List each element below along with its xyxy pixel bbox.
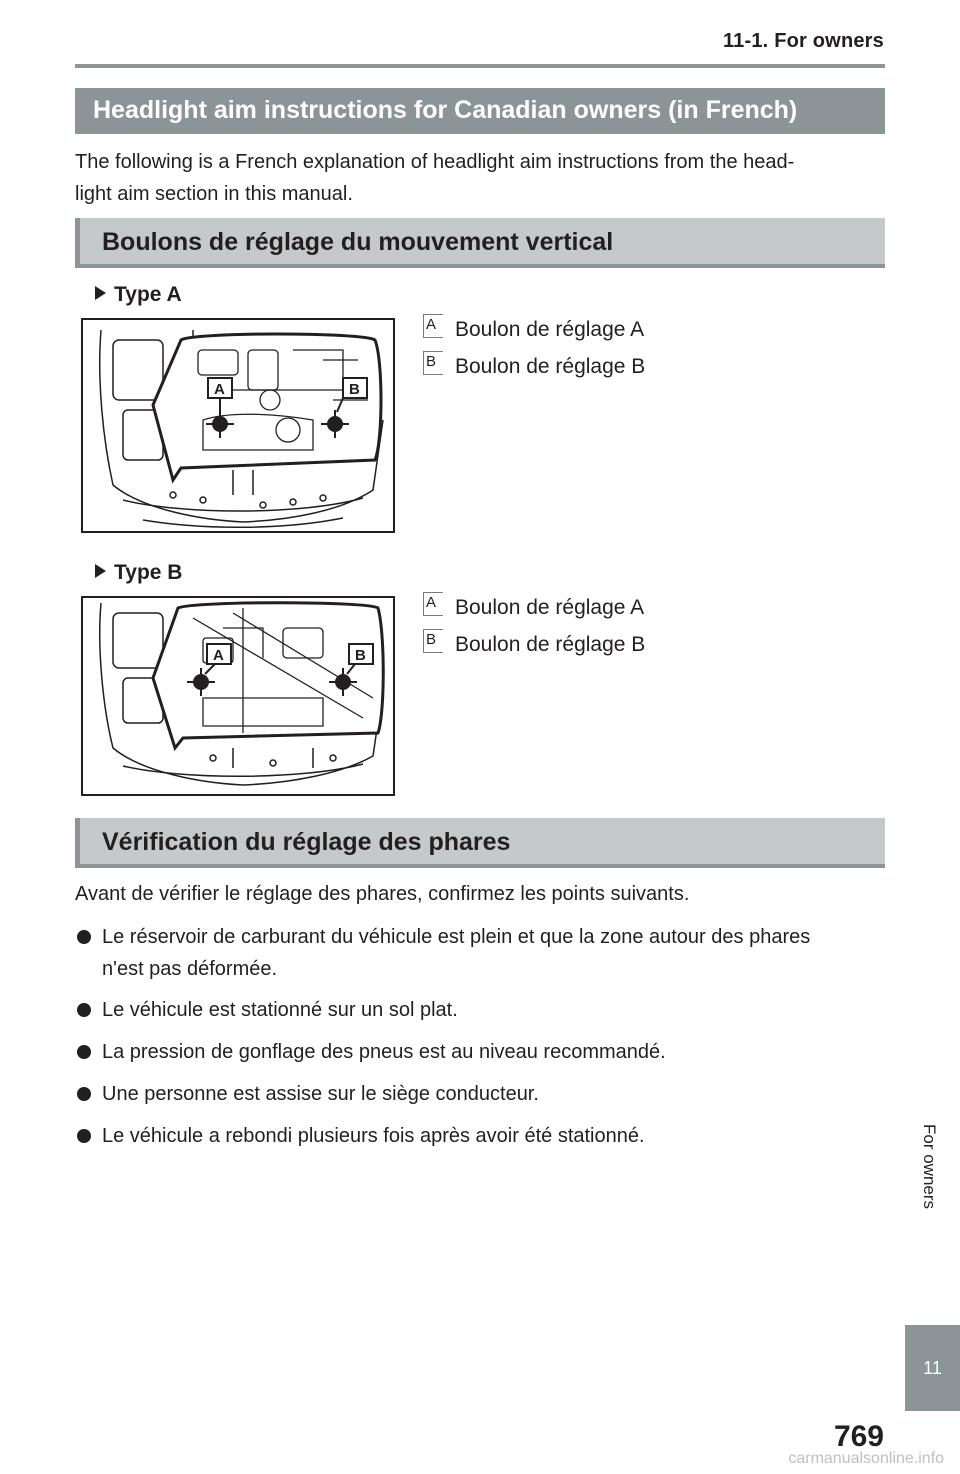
chapter-side-label: For owners — [907, 1124, 947, 1224]
callout-marker: A — [423, 314, 443, 338]
bullet-dot-icon — [77, 1003, 91, 1017]
subsection-heading-vertical-aim: Boulons de réglage du mouvement vertical — [75, 218, 885, 268]
section-heading: Headlight aim instructions for Canadian … — [75, 88, 885, 134]
list-item: Le véhicule est stationné sur un sol pla… — [75, 994, 885, 1026]
bullet-dot-icon — [77, 1087, 91, 1101]
callout-marker: A — [423, 592, 443, 616]
callout-text: Boulon de réglage A — [455, 596, 645, 619]
list-item-line-1: Le véhicule a rebondi plusieurs fois apr… — [102, 1125, 645, 1147]
chapter-side-label-text: For owners — [920, 1124, 939, 1210]
list-item: Le véhicule a rebondi plusieurs fois apr… — [75, 1120, 885, 1152]
bolt-b-marker-type-b: B — [329, 643, 374, 696]
figure-marker-a: A — [214, 381, 225, 398]
list-item-line-1: Le véhicule est stationné sur un sol pla… — [102, 999, 458, 1021]
header-rule — [75, 64, 885, 68]
figure-marker-b: B — [349, 381, 360, 398]
type-b-callout-b: B Boulon de réglage B — [423, 629, 646, 657]
figure-marker-a: A — [213, 647, 224, 664]
list-item: Le réservoir de carburant du véhicule es… — [75, 921, 885, 985]
callout-text: Boulon de réglage B — [455, 633, 646, 656]
check-intro: Avant de vérifier le réglage des phares,… — [75, 883, 690, 905]
figure-marker-b: B — [355, 647, 366, 664]
type-b-label: Type B — [95, 561, 182, 585]
engine-bay-illustration-type-b: A B — [99, 601, 385, 786]
list-item-line-2: n'est pas déformée. — [102, 958, 278, 980]
triangle-bullet-icon — [95, 286, 106, 300]
type-b-callout-a: A Boulon de réglage A — [423, 592, 645, 620]
list-item-line-1: Le réservoir de carburant du véhicule es… — [102, 926, 811, 948]
callout-marker: B — [423, 629, 443, 653]
list-item-line-1: La pression de gonflage des pneus est au… — [102, 1041, 666, 1063]
intro-line-2: light aim section in this manual. — [75, 183, 353, 205]
chapter-tab[interactable]: 11 — [905, 1325, 960, 1411]
page-number: 769 — [833, 1420, 884, 1453]
intro-line-1: The following is a French explanation of… — [75, 151, 795, 173]
type-a-engine-figure: A B — [81, 318, 395, 533]
bolt-b-marker-type-a: B — [321, 377, 368, 438]
list-item: La pression de gonflage des pneus est au… — [75, 1036, 885, 1068]
bullet-dot-icon — [77, 930, 91, 944]
callout-text: Boulon de réglage B — [455, 355, 646, 378]
type-b-label-text: Type B — [114, 561, 183, 584]
subsection-heading-headlight-check: Vérification du réglage des phares — [75, 818, 885, 868]
type-a-label-text: Type A — [114, 283, 182, 306]
bolt-a-marker-type-b: A — [187, 643, 232, 696]
bullet-dot-icon — [77, 1129, 91, 1143]
list-item: Une personne est assise sur le siège con… — [75, 1078, 885, 1110]
bolt-a-marker-type-a: A — [206, 377, 234, 438]
triangle-bullet-icon — [95, 564, 106, 578]
watermark: carmanualsonline.info — [788, 1450, 944, 1467]
callout-marker: B — [423, 351, 443, 375]
callout-text: Boulon de réglage A — [455, 318, 645, 341]
section-intro: The following is a French explanation of… — [75, 146, 885, 210]
type-a-callout-a: A Boulon de réglage A — [423, 314, 645, 342]
type-b-engine-figure: A B — [81, 596, 395, 796]
engine-bay-illustration-type-a: A B — [99, 329, 384, 529]
bullet-dot-icon — [77, 1045, 91, 1059]
list-item-line-1: Une personne est assise sur le siège con… — [102, 1083, 539, 1105]
type-a-label: Type A — [95, 283, 182, 307]
running-header: 11-1. For owners — [722, 30, 884, 52]
type-a-callout-b: B Boulon de réglage B — [423, 351, 646, 379]
